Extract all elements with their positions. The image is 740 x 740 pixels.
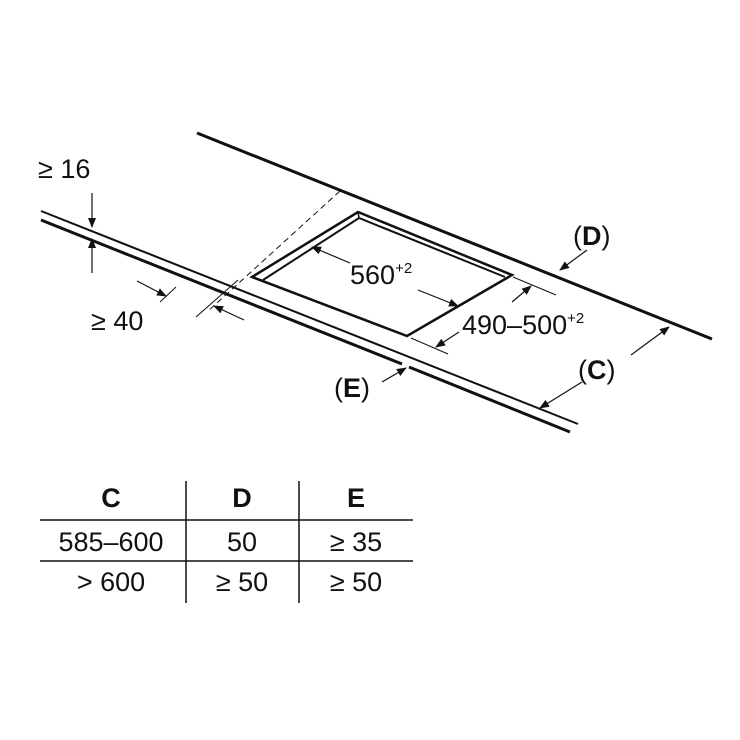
cutout-corner-line (357, 211, 360, 219)
table-cell: ≥ 50 (330, 567, 382, 597)
table-cell: > 600 (77, 567, 145, 597)
e-dimension-label: (E) (334, 373, 370, 403)
back-wall-line (196, 131, 713, 341)
cutout-depth-label: 490–500+2 (462, 310, 584, 340)
dashed-guide-line (206, 190, 341, 313)
cutout-depth-extension-top (512, 276, 557, 296)
cutout-depth-arrow-bottom (435, 331, 460, 348)
min-front-distance-label: ≥ 40 (91, 306, 143, 336)
e-letter: E (343, 373, 361, 403)
cutout-depth-arrow-top (511, 285, 532, 303)
close-paren: ) (602, 221, 611, 251)
table-header-d: D (232, 483, 252, 513)
front-distance-extension-left (159, 286, 177, 303)
cutout-outline (249, 210, 515, 338)
cutout-width-arrow-right (417, 289, 459, 307)
min-thickness-label: ≥ 16 (38, 154, 90, 184)
table-header-c: C (101, 483, 121, 513)
open-paren: ( (334, 373, 343, 403)
front-distance-extension-right (195, 279, 239, 318)
cutout-depth-tolerance: +2 (567, 310, 584, 327)
close-paren: ) (361, 373, 370, 403)
front-distance-arrow-right (213, 305, 245, 321)
dimension-table: C D E 585–600 50 ≥ 35 > 600 ≥ 50 ≥ 50 (40, 481, 413, 603)
worktop-edge-top (40, 210, 579, 425)
c-dimension-arrow-bottom (539, 381, 583, 409)
e-dimension-arrow (381, 367, 407, 383)
d-dimension-arrow (559, 249, 588, 271)
table-cell: ≥ 35 (330, 527, 382, 557)
cutout-width-value: 560 (350, 260, 395, 290)
d-dimension-label: (D) (573, 221, 611, 251)
c-letter: C (587, 355, 607, 385)
cutout-depth-value: 490–500 (462, 310, 567, 340)
cutout-width-label: 560+2 (350, 260, 412, 290)
table-cell: 585–600 (58, 527, 163, 557)
c-dimension-label: (C) (578, 355, 616, 385)
worktop-edge-bottom-2 (408, 365, 571, 434)
d-letter: D (582, 221, 602, 251)
close-paren: ) (607, 355, 616, 385)
open-paren: ( (578, 355, 587, 385)
table-header-e: E (347, 483, 365, 513)
table-cell: ≥ 50 (216, 567, 268, 597)
front-distance-arrow-left (136, 280, 167, 297)
cutout-width-arrow-left (311, 246, 351, 264)
cutout-depth-extension-bottom (410, 337, 449, 355)
worktop-edge-bottom (40, 218, 403, 366)
cutout-width-tolerance: +2 (395, 260, 412, 277)
table-cell: 50 (227, 527, 257, 557)
c-dimension-arrow-top (630, 326, 670, 356)
open-paren: ( (573, 221, 582, 251)
